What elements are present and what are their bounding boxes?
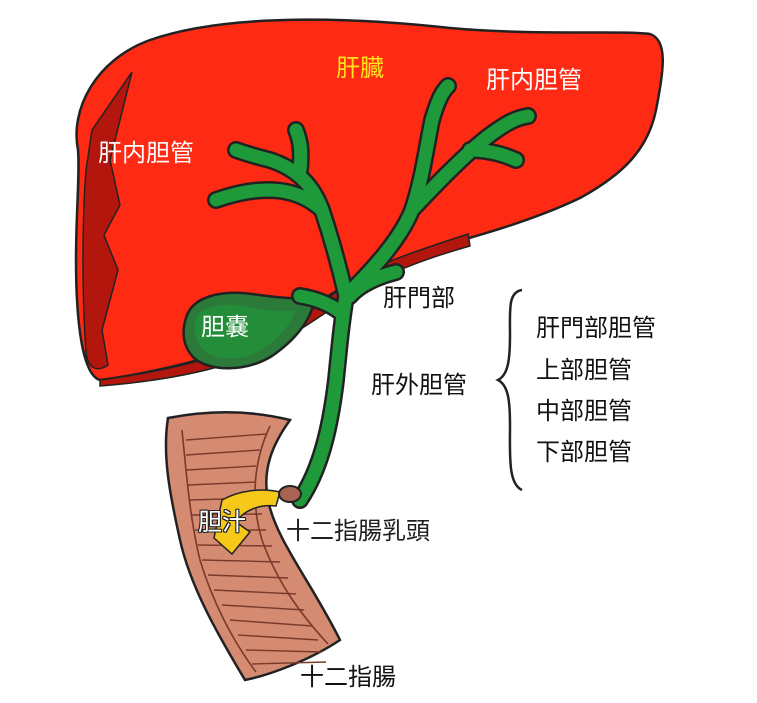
segment-upper: 上部胆管 (536, 356, 632, 384)
duodenum (164, 411, 342, 682)
segment-brace (495, 288, 523, 492)
label-intrahepatic-right: 肝内胆管 (486, 66, 582, 94)
label-intrahepatic-left: 肝内胆管 (98, 139, 194, 167)
label-extrahepatic: 肝外胆管 (371, 371, 467, 399)
label-hilum: 肝門部 (383, 284, 455, 312)
gallbladder (182, 291, 316, 370)
segment-hilar: 肝門部胆管 (536, 314, 656, 342)
bile-flow (213, 489, 281, 556)
segment-middle: 中部胆管 (536, 397, 632, 425)
bile-duct-tree (207, 77, 537, 509)
label-bile: 胆汁 (198, 508, 246, 536)
label-papilla: 十二指腸乳頭 (286, 517, 430, 545)
papilla (278, 485, 302, 503)
label-liver: 肝臓 (336, 54, 384, 82)
label-duodenum: 十二指腸 (300, 663, 396, 691)
segment-lower: 下部胆管 (536, 438, 632, 466)
label-gallbladder: 胆嚢 (201, 313, 249, 341)
